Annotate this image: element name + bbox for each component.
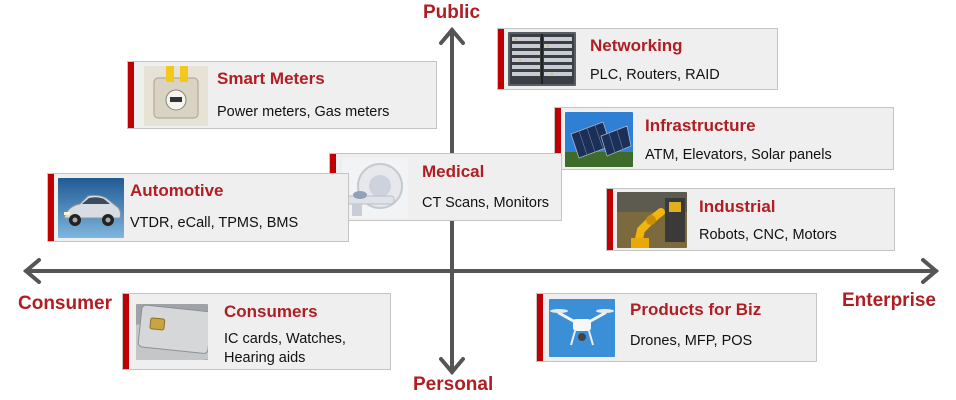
gas-meter-image xyxy=(144,66,208,126)
server-rack-image xyxy=(508,32,576,86)
robot-arm-image xyxy=(617,192,687,248)
consumers-desc-line2: Hearing aids xyxy=(224,350,306,366)
car-image xyxy=(58,178,124,238)
infrastructure-desc: ATM, Elevators, Solar panels xyxy=(645,147,832,163)
smart-meters-desc: Power meters, Gas meters xyxy=(217,104,390,120)
consumers-card: Consumers IC cards, Watches, Hearing aid… xyxy=(122,293,391,370)
smart-meters-card: Smart Meters Power meters, Gas meters xyxy=(127,61,437,129)
products-for-biz-title: Products for Biz xyxy=(630,300,762,319)
card-accent-bar xyxy=(123,294,129,369)
products-for-biz-desc: Drones, MFP, POS xyxy=(630,333,753,349)
networking-desc: PLC, Routers, RAID xyxy=(590,67,720,83)
networking-title: Networking xyxy=(590,36,683,55)
infrastructure-title: Infrastructure xyxy=(645,116,756,135)
automotive-card: Automotive VTDR, eCall, TPMS, BMS xyxy=(47,173,349,242)
card-accent-bar xyxy=(555,108,561,169)
medical-title: Medical xyxy=(422,162,485,181)
card-accent-bar xyxy=(48,174,54,241)
consumers-title: Consumers xyxy=(224,302,318,321)
axis-label-consumer: Consumer xyxy=(18,293,112,314)
axis-label-public: Public xyxy=(423,2,481,23)
industrial-card: Industrial Robots, CNC, Motors xyxy=(606,188,895,251)
industrial-desc: Robots, CNC, Motors xyxy=(699,227,837,243)
products-for-biz-card: Products for Biz Drones, MFP, POS xyxy=(536,293,817,362)
networking-card: Networking PLC, Routers, RAID xyxy=(497,28,778,90)
axis-label-enterprise: Enterprise xyxy=(842,290,936,311)
axis-arrow-right xyxy=(921,258,940,284)
industrial-title: Industrial xyxy=(699,197,776,216)
card-accent-bar xyxy=(128,62,134,128)
automotive-title: Automotive xyxy=(130,181,224,200)
infrastructure-card: Infrastructure ATM, Elevators, Solar pan… xyxy=(554,107,894,170)
card-accent-bar xyxy=(607,189,613,250)
axis-arrow-up xyxy=(439,26,465,45)
consumers-desc-line1: IC cards, Watches, xyxy=(224,331,346,347)
automotive-desc: VTDR, eCall, TPMS, BMS xyxy=(130,215,299,231)
ic-card-image xyxy=(136,304,208,360)
drone-image xyxy=(549,299,615,357)
solar-panel-image xyxy=(565,112,633,167)
card-accent-bar xyxy=(498,29,504,89)
card-accent-bar xyxy=(537,294,543,361)
axis-label-personal: Personal xyxy=(413,374,494,395)
ct-scanner-image xyxy=(342,158,408,218)
axis-arrow-left xyxy=(22,258,41,284)
medical-desc: CT Scans, Monitors xyxy=(422,195,550,211)
medical-card: Medical CT Scans, Monitors xyxy=(329,153,562,221)
axis-arrow-down xyxy=(439,357,465,376)
smart-meters-title: Smart Meters xyxy=(217,69,325,88)
